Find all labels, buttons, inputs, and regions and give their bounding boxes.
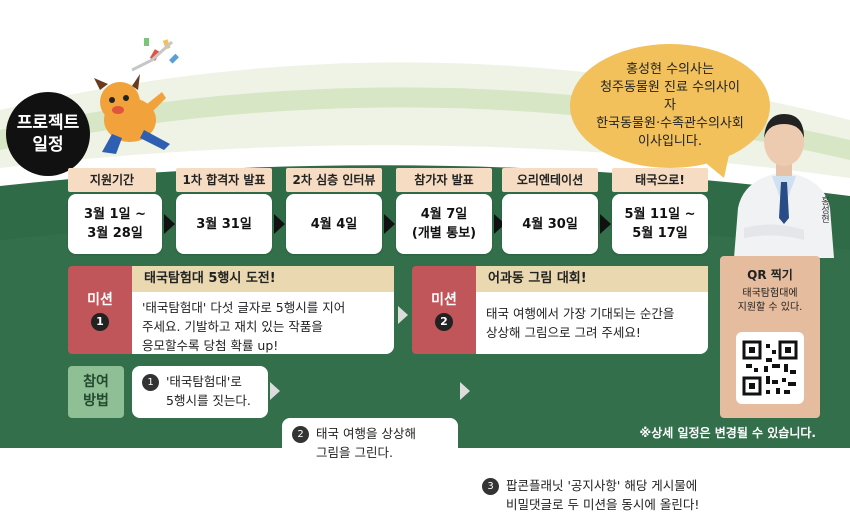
mission-2-tag-label: 미션	[431, 292, 457, 308]
step-label-4: 참가자 발표	[396, 168, 492, 192]
mission-1-tag-label: 미션	[87, 292, 113, 308]
arrow-right-icon	[274, 214, 285, 234]
date-3-line1: 4월 4일	[310, 216, 358, 232]
qr-desc-line2: 지원할 수 있다.	[737, 302, 803, 313]
arrow-right-icon	[384, 214, 395, 234]
doctor-photo	[734, 114, 834, 258]
speech-line-2: 청주동물원 진료 수의사이자	[600, 80, 740, 113]
mission-2-line2: 상상해 그림으로 그려 주세요!	[486, 325, 641, 340]
step-label-1: 지원기간	[68, 168, 156, 192]
date-box-5: 4월 30일	[502, 194, 598, 254]
chevron-right-icon	[460, 382, 470, 400]
speech-line-1: 홍성현 수의사는	[626, 62, 714, 77]
step-1-line1: '태국탐험대'로	[166, 374, 242, 389]
step-3-number: 3	[482, 478, 499, 495]
mission-1-body: '태국탐험대' 다섯 글자로 5행시를 지어 주세요. 기발하고 재치 있는 작…	[132, 292, 394, 354]
qr-desc-line1: 태국탐험대에	[742, 288, 798, 299]
date-box-2: 3월 31일	[176, 194, 272, 254]
step-2-line1: 태국 여행을 상상해	[316, 426, 416, 441]
date-1-line1: 3월 1일 ~	[84, 207, 146, 222]
date-5-line1: 4월 30일	[522, 216, 578, 232]
speech-line-3: 한국동물원·수족관수의사회	[596, 116, 744, 131]
participation-step-3: 3 팝콘플래닛 '공지사항' 해당 게시물에 비밀댓글로 두 미션을 동시에 올…	[472, 470, 708, 522]
date-1-line2: 3월 28일	[87, 226, 143, 241]
participation-step-1: 1 '태국탐험대'로 5행시를 짓는다.	[132, 366, 268, 418]
mission-1-tag: 미션 1	[68, 266, 132, 354]
qr-panel: QR 찍기 태국탐험대에 지원할 수 있다.	[720, 256, 820, 418]
qr-desc: 태국탐험대에 지원할 수 있다.	[720, 287, 820, 315]
mission-2-tag: 미션 2	[412, 266, 476, 354]
step-label-6: 태국으로!	[612, 168, 708, 192]
mission-2-number: 2	[435, 313, 453, 331]
badge-line1: 프로젝트	[16, 113, 80, 133]
step-label-3: 2차 심층 인터뷰	[286, 168, 382, 192]
participation-step-2: 2 태국 여행을 상상해 그림을 그린다.	[282, 418, 458, 470]
participation-tag-line1: 참여	[83, 374, 109, 390]
qr-code[interactable]	[736, 332, 804, 404]
step-1-number: 1	[142, 374, 159, 391]
date-box-1: 3월 1일 ~ 3월 28일	[68, 194, 162, 254]
mission-1-line1: '태국탐험대' 다섯 글자로 5행시를 지어	[142, 300, 346, 315]
mission-1-line3: 응모할수록 당첨 확률 up!	[142, 338, 279, 353]
date-4-line1: 4월 7일	[420, 207, 468, 222]
mission-1-title: 태국탐험대 5행시 도전!	[132, 266, 394, 292]
mission-2-title: 어과동 그림 대회!	[476, 266, 708, 292]
arrow-right-icon	[164, 214, 175, 234]
date-box-3: 4월 4일	[286, 194, 382, 254]
project-schedule-badge: 프로젝트 일정	[6, 92, 90, 176]
mission-2-body: 태국 여행에서 가장 기대되는 순간을 상상해 그림으로 그려 주세요!	[476, 292, 708, 354]
badge-line2: 일정	[32, 135, 64, 155]
confetti-icon	[131, 38, 179, 72]
qr-title: QR 찍기	[747, 268, 793, 282]
step-3-line2: 비밀댓글로 두 미션을 동시에 올린다!	[506, 497, 700, 512]
date-6-line2: 5월 17일	[632, 226, 688, 241]
speech-bubble-tail	[690, 150, 730, 178]
speech-bubble: 홍성현 수의사는 청주동물원 진료 수의사이자 한국동물원·수족관수의사회 이사…	[570, 44, 770, 168]
speech-line-4: 이사입니다.	[638, 134, 702, 149]
mascot-illustration	[94, 38, 179, 154]
chevron-right-icon	[398, 306, 408, 324]
chevron-right-icon	[270, 382, 280, 400]
step-3-line1: 팝콘플래닛 '공지사항' 해당 게시물에	[506, 478, 698, 493]
date-2-line1: 3월 31일	[196, 216, 252, 232]
participation-tag-line2: 방법	[83, 393, 109, 409]
arrow-right-icon	[600, 214, 611, 234]
qr-code-icon	[742, 340, 798, 396]
step-label-5: 오리엔테이션	[502, 168, 598, 192]
date-4-line2: (개별 통보)	[411, 226, 477, 241]
step-1-line2: 5행시를 짓는다.	[166, 393, 251, 408]
step-2-number: 2	[292, 426, 309, 443]
date-box-4: 4월 7일 (개별 통보)	[396, 194, 492, 254]
mission-1-number: 1	[91, 313, 109, 331]
schedule-change-note: ※상세 일정은 변경될 수 있습니다.	[639, 426, 816, 440]
doctor-name-caption: 홍성현	[819, 196, 829, 223]
date-6-line1: 5월 11일 ~	[624, 207, 696, 222]
step-label-2: 1차 합격자 발표	[176, 168, 272, 192]
mission-1-line2: 주세요. 기발하고 재치 있는 작품을	[142, 319, 323, 334]
step-2-line2: 그림을 그린다.	[316, 445, 393, 460]
date-box-6: 5월 11일 ~ 5월 17일	[612, 194, 708, 254]
mission-2-line1: 태국 여행에서 가장 기대되는 순간을	[486, 306, 675, 321]
arrow-right-icon	[494, 214, 505, 234]
